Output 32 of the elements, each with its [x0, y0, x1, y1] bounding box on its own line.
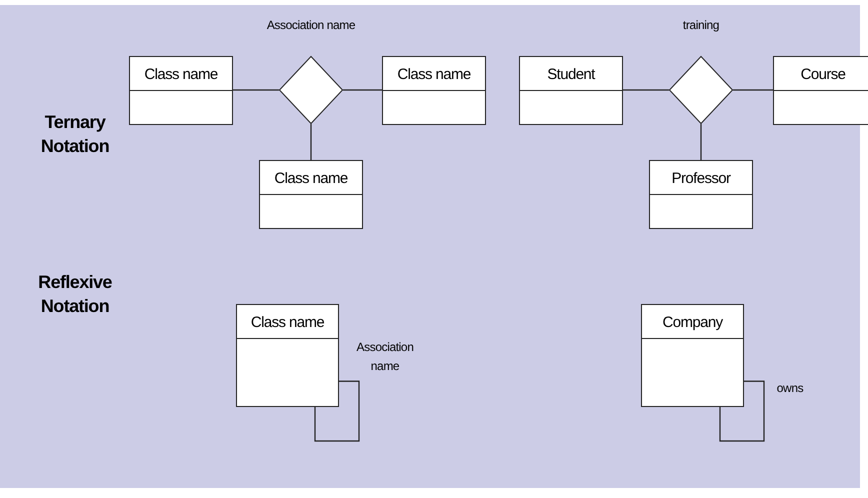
class-box: [259, 160, 363, 229]
association-line: [233, 89, 279, 91]
self-association-line: [314, 380, 360, 442]
association-line: [310, 124, 312, 160]
class-name: Class name: [130, 57, 232, 91]
association-diamond: [669, 56, 733, 124]
notation-heading: Ternary Notation: [40, 111, 110, 158]
association-label: owns: [776, 380, 804, 397]
association-name: Association name: [266, 18, 356, 32]
class-name: Company: [642, 305, 743, 339]
class-box: [773, 56, 868, 125]
class-box: [649, 160, 753, 229]
class-name: Class name: [237, 305, 338, 339]
association-label: Association name: [356, 339, 414, 375]
class-box: [641, 304, 744, 407]
association-line: [623, 89, 669, 91]
class-box: [519, 56, 623, 125]
association-line: [343, 89, 382, 91]
association-line: [700, 124, 702, 160]
class-name: Class name: [260, 161, 362, 195]
class-name: Student: [520, 57, 622, 91]
association-diamond: [279, 56, 343, 124]
class-box: [236, 304, 339, 407]
notation-heading: Reflexive Notation: [37, 271, 113, 318]
association-name: training: [682, 18, 720, 32]
class-box: [382, 56, 486, 125]
class-name: Course: [774, 57, 868, 91]
association-line: [733, 89, 773, 91]
self-association-line: [719, 380, 765, 442]
class-name: Class name: [383, 57, 485, 91]
class-box: [129, 56, 233, 125]
class-name: Professor: [650, 161, 752, 195]
